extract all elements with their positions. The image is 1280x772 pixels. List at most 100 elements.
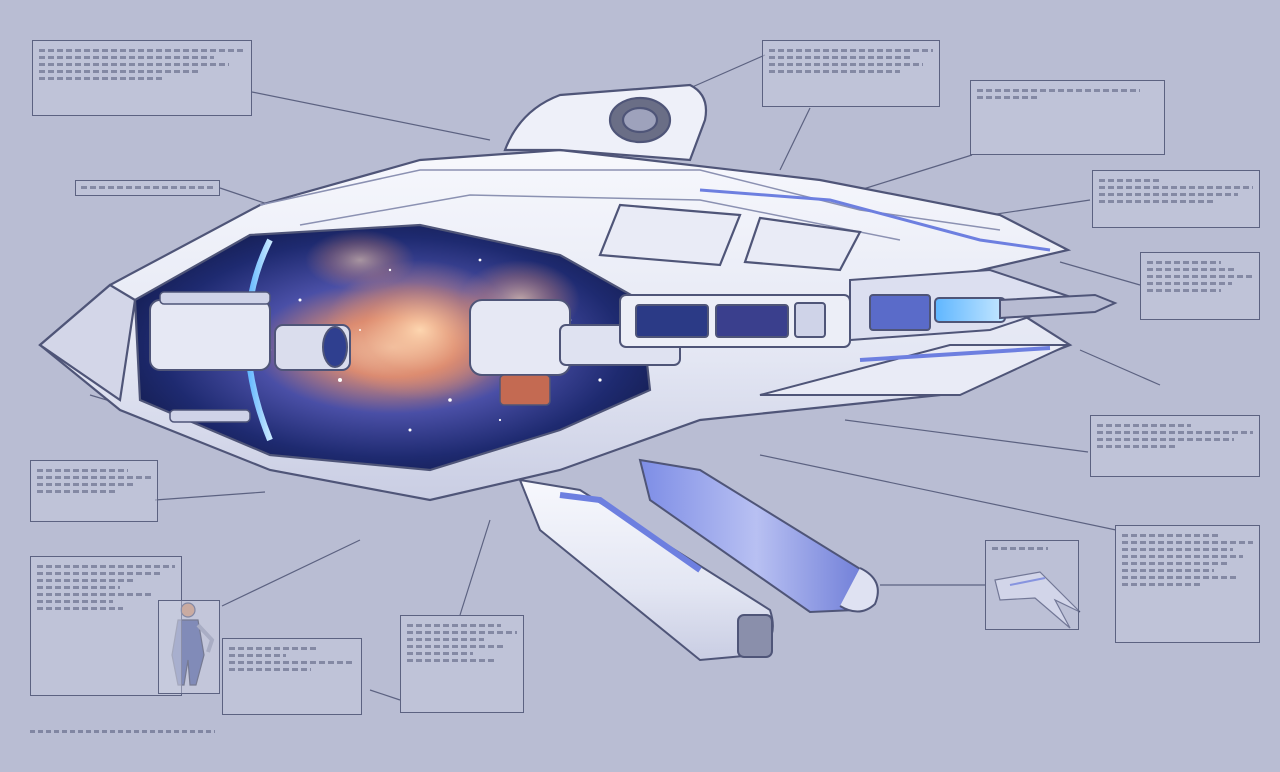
text-placeholder [37, 600, 113, 603]
text-placeholder [229, 654, 286, 657]
text-placeholder [1097, 445, 1175, 448]
text-placeholder [37, 572, 162, 575]
dorsal-fin [503, 83, 708, 162]
forward-section [619, 268, 1118, 396]
bridge-window [635, 304, 709, 338]
text-placeholder [769, 56, 914, 59]
callout-bottom-center-left [222, 638, 362, 715]
text-placeholder [977, 96, 1041, 99]
hull-stripe [699, 188, 1051, 252]
leader-line [459, 519, 491, 616]
callout-ship-thumbnail [985, 540, 1079, 630]
sensor-dish-core [621, 106, 659, 134]
cutaway-section [133, 223, 681, 472]
forward-window [869, 294, 931, 331]
text-placeholder [1147, 275, 1253, 278]
text-placeholder [1122, 562, 1227, 565]
deflector-glow [934, 297, 1006, 323]
ship-thumbnail [994, 571, 1081, 629]
nacelle-cap [839, 567, 879, 613]
leader-line [844, 419, 1089, 453]
leader-line [154, 491, 266, 501]
lower-nacelles [518, 458, 879, 662]
callout-bottom-left [30, 556, 182, 696]
text-placeholder [1147, 261, 1222, 264]
text-placeholder [39, 63, 229, 66]
text-placeholder [229, 647, 318, 650]
reactor-pipe [159, 291, 271, 305]
engine-block [469, 299, 571, 376]
callout-top-right [970, 80, 1165, 155]
forward-cannon [999, 293, 1118, 320]
text-placeholder [992, 547, 1048, 550]
bridge-window [715, 304, 789, 338]
leader-line [1079, 349, 1161, 386]
callout-right-upper [1092, 170, 1260, 228]
leader-line [689, 54, 766, 89]
hull-plate [598, 203, 742, 267]
leader-line [859, 154, 973, 191]
text-placeholder [229, 661, 355, 664]
nacelle-exhaust [737, 614, 773, 658]
footer-placeholder [30, 730, 215, 733]
text-placeholder [1099, 179, 1161, 182]
callout-bottom-right [1115, 525, 1260, 643]
text-placeholder [1147, 289, 1222, 292]
text-placeholder [407, 659, 495, 662]
crew-figure-frame [158, 600, 220, 694]
text-placeholder [1122, 548, 1234, 551]
text-placeholder [37, 490, 117, 493]
text-placeholder [37, 607, 123, 610]
nacelle-stripe [559, 492, 702, 573]
text-placeholder [1147, 282, 1232, 285]
reactor-housing [149, 299, 271, 371]
control-console [499, 374, 551, 406]
text-placeholder [407, 652, 473, 655]
text-placeholder [37, 593, 155, 596]
text-placeholder [769, 70, 901, 73]
text-placeholder [1097, 438, 1235, 441]
text-placeholder [1097, 424, 1191, 427]
text-placeholder [407, 631, 517, 634]
leader-lines [89, 54, 1161, 701]
leader-line [759, 454, 1117, 531]
text-placeholder [977, 89, 1140, 92]
text-placeholder [39, 70, 200, 73]
text-placeholder [1099, 186, 1253, 189]
text-placeholder [1099, 200, 1215, 203]
text-placeholder [37, 586, 120, 589]
callout-bottom-center [400, 615, 524, 713]
text-placeholder [407, 645, 506, 648]
text-placeholder [1122, 569, 1214, 572]
callout-top-left [32, 40, 252, 116]
leader-line [221, 539, 361, 607]
text-placeholder [769, 49, 933, 52]
callout-right-mid [1140, 252, 1260, 320]
panel-line [299, 194, 901, 241]
hull-plate [743, 216, 862, 272]
text-placeholder [1122, 541, 1253, 544]
leader-line [1059, 261, 1141, 286]
lower-wing [759, 344, 1069, 396]
panel-line [259, 169, 1001, 231]
text-placeholder [81, 186, 214, 189]
text-placeholder [37, 565, 175, 568]
text-placeholder [1122, 576, 1238, 579]
leader-line [989, 199, 1091, 216]
text-placeholder [1099, 193, 1238, 196]
leader-line [251, 91, 491, 141]
text-placeholder [1122, 583, 1201, 586]
text-placeholder [39, 77, 163, 80]
text-placeholder [37, 579, 134, 582]
core-lens [322, 326, 348, 368]
text-placeholder [39, 49, 245, 52]
text-placeholder [229, 668, 311, 671]
text-placeholder [1122, 555, 1243, 558]
leader-line [369, 689, 401, 701]
text-placeholder [407, 638, 484, 641]
callout-left-label [75, 180, 220, 196]
text-placeholder [37, 476, 151, 479]
text-placeholder [37, 469, 129, 472]
nebula-swirl [305, 230, 415, 290]
